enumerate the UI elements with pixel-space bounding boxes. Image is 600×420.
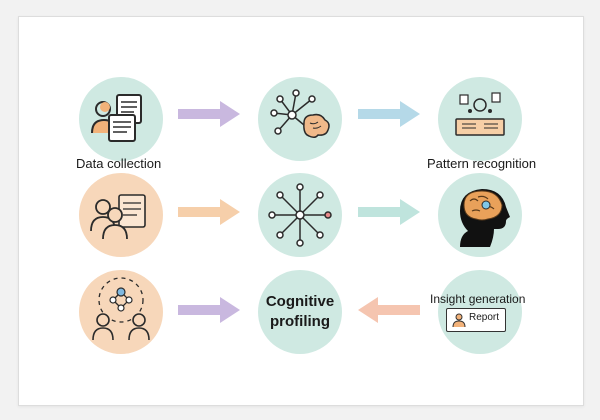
cognitive-profiling-label: Cognitive profiling xyxy=(258,270,342,354)
cognitive-line1: Cognitive xyxy=(265,293,335,310)
arrow-row2-right xyxy=(358,199,420,225)
laptop-research-icon xyxy=(438,77,522,161)
report-icon: Report xyxy=(446,308,506,332)
network-brain-icon xyxy=(258,77,342,161)
network-brain-node xyxy=(258,77,342,161)
group-network-node xyxy=(79,270,163,354)
network-graph-icon xyxy=(258,173,342,257)
insight-generation-label: Insight generation xyxy=(430,292,526,306)
head-brain-icon xyxy=(438,173,522,257)
arrow-row3-left xyxy=(178,297,240,323)
arrow-row1-right xyxy=(358,101,420,127)
cognitive-profiling-node: Cognitive profiling xyxy=(258,270,342,354)
pattern-recognition-node xyxy=(438,77,522,161)
report-label: Report xyxy=(469,312,500,323)
people-profile-icon xyxy=(79,173,163,257)
network-graph-node xyxy=(258,173,342,257)
group-network-icon xyxy=(79,270,163,354)
data-collection-label: Data collection xyxy=(76,156,162,171)
arrow-row1-left xyxy=(178,101,240,127)
profile-node xyxy=(79,173,163,257)
cognitive-line2: profiling xyxy=(270,313,330,330)
data-collection-node xyxy=(79,77,163,161)
arrow-row2-left xyxy=(178,199,240,225)
report-avatar-icon xyxy=(452,313,466,328)
arrow-row3-right xyxy=(358,297,420,323)
people-documents-icon xyxy=(79,77,163,161)
pattern-recognition-label: Pattern recognition xyxy=(427,156,537,171)
head-brain-node xyxy=(438,173,522,257)
